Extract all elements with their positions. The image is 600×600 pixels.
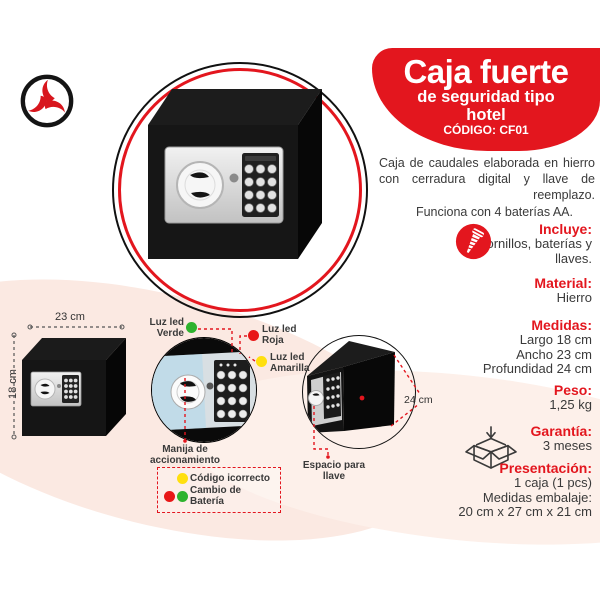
presentation-section: Presentación: 1 caja (1 pcs) Medidas emb… xyxy=(458,461,592,520)
dimensions-section: Medidas: Largo 18 cm Ancho 23 cm Profund… xyxy=(483,318,592,377)
led-legend-box: Código icorrecto Cambio de Batería xyxy=(157,467,281,513)
weight-section: Peso: 1,25 kg xyxy=(549,383,592,413)
keypad-closeup-circle xyxy=(152,338,256,442)
dimension-item: Largo 18 cm xyxy=(519,332,592,347)
red-led-dot xyxy=(248,330,259,341)
dimension-item: Profundidad 24 cm xyxy=(482,361,592,376)
key-space-label: Espacio para llave xyxy=(302,460,366,482)
product-photo-circle xyxy=(112,62,368,318)
warranty-label: Garantía: xyxy=(530,423,592,439)
legend-row: Cambio de Batería xyxy=(164,485,276,507)
product-title: Caja fuerte xyxy=(403,53,569,90)
green-led-label: Luz led Verde xyxy=(149,317,184,339)
material-label: Material: xyxy=(534,275,592,291)
width-dimension-label: 23 cm xyxy=(55,311,85,323)
weight-value: 1,25 kg xyxy=(549,397,592,412)
includes-text: Tornillos, baterías y llaves. xyxy=(480,236,592,266)
legend-text: Código icorrecto xyxy=(190,473,271,484)
weight-label: Peso: xyxy=(553,382,592,398)
red-led-label: Luz led Roja xyxy=(262,324,297,346)
presentation-qty: 1 caja (1 pcs) xyxy=(513,475,592,490)
height-dimension-label: 18 cm xyxy=(7,369,19,399)
dimension-item: Ancho 23 cm xyxy=(516,346,592,362)
safe-product-image xyxy=(148,89,322,259)
keypad-closeup-image xyxy=(152,338,256,442)
packaging-dimensions: 20 cm x 27 cm x 21 cm xyxy=(458,504,592,519)
screw-icon xyxy=(455,223,492,260)
title-banner: Caja fuerte de seguridad tipo hotel CÓDI… xyxy=(372,48,600,151)
material-value: Hierro xyxy=(556,290,592,305)
product-photo-ring xyxy=(118,68,362,312)
triskelion-logo-icon xyxy=(28,79,65,113)
product-description: Caja de caudales elaborada en hierro con… xyxy=(379,156,595,202)
product-description-line2: Funciona con 4 baterías AA. xyxy=(415,205,573,219)
safe-dimension-diagram xyxy=(22,338,126,436)
warranty-value: 3 meses xyxy=(542,438,592,453)
red-led-legend-icon xyxy=(164,490,175,502)
handle-label: Manija de accionamiento xyxy=(149,444,221,466)
open-box-icon xyxy=(465,426,517,469)
legend-text: Cambio de Batería xyxy=(190,485,242,507)
yellow-led-label: Luz led Amarilla xyxy=(270,352,310,374)
brand-logo xyxy=(20,74,74,128)
yellow-led-legend-icon xyxy=(177,473,188,484)
product-subtitle: de seguridad tipo xyxy=(417,88,555,106)
product-code: CÓDIGO: CF01 xyxy=(443,123,529,137)
product-subtitle-2: hotel xyxy=(466,106,506,124)
green-led-dot xyxy=(186,322,197,333)
green-led-legend-icon xyxy=(177,490,188,502)
depth-dimension-label: 24 cm xyxy=(404,394,433,406)
legend-row: Código icorrecto xyxy=(164,473,276,484)
dimensions-label: Medidas: xyxy=(531,317,592,333)
warranty-section: Garantía: 3 meses xyxy=(531,424,592,454)
yellow-led-dot xyxy=(256,356,267,367)
includes-section: Incluye: Tornillos, baterías y llaves. xyxy=(462,222,592,266)
presentation-label: Presentación: xyxy=(499,460,592,476)
material-section: Material: Hierro xyxy=(534,276,592,306)
packaging-label: Medidas embalaje: xyxy=(482,489,592,505)
includes-label: Incluye: xyxy=(539,221,592,237)
